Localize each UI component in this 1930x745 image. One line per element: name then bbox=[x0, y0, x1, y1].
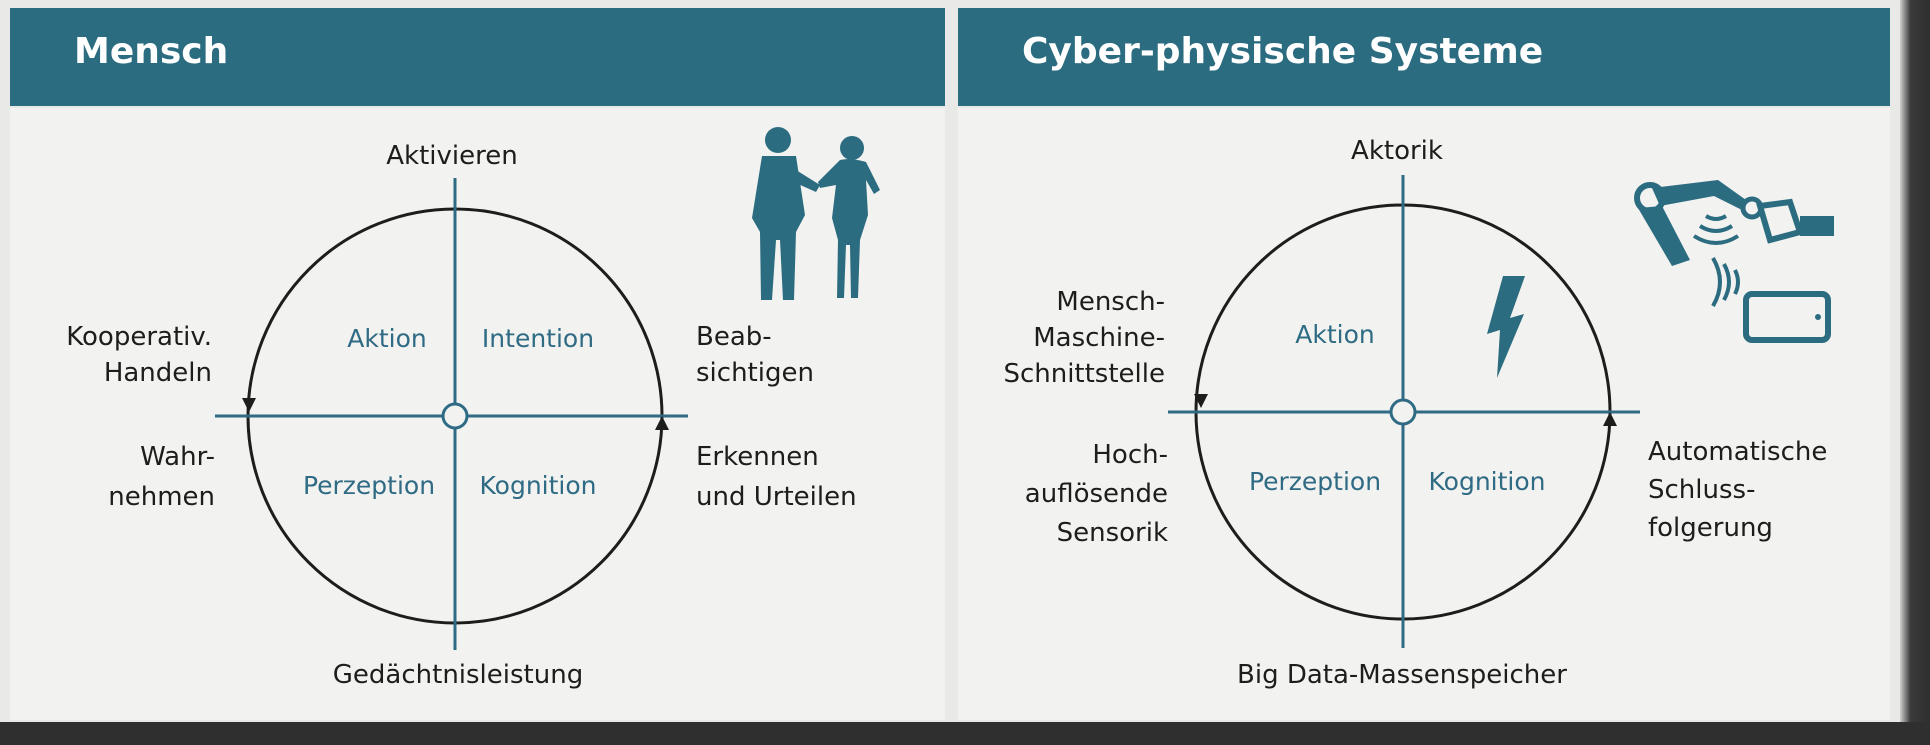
mensch-right-upper-2: sichtigen bbox=[696, 358, 814, 388]
page-frame-right bbox=[1900, 0, 1930, 745]
cps-header bbox=[958, 8, 1890, 106]
cps-right-lower-3: folgerung bbox=[1648, 513, 1773, 543]
mensch-quadrant-bottom-left: Perzeption bbox=[303, 471, 435, 500]
mensch-left-upper-2: Handeln bbox=[104, 358, 212, 388]
cps-left-upper-1: Mensch- bbox=[1056, 287, 1165, 317]
cps-quadrant-top-left: Aktion bbox=[1295, 320, 1374, 349]
cps-title: Cyber-physische Systeme bbox=[1022, 31, 1544, 72]
cps-left-lower-3: Sensorik bbox=[1057, 518, 1168, 548]
mensch-right-lower-1: Erkennen bbox=[696, 442, 819, 472]
cps-center-node bbox=[1389, 398, 1417, 426]
cps-arrow-left-down bbox=[1194, 394, 1208, 408]
mensch-arrow-left-down bbox=[242, 398, 256, 412]
cps-bottom-label: Big Data-Massenspeicher bbox=[1237, 660, 1567, 690]
cps-left-lower-1: Hoch- bbox=[1092, 440, 1168, 470]
mensch-left-upper-1: Kooperativ. bbox=[66, 322, 212, 352]
cps-quadrant-bottom-right: Kognition bbox=[1429, 467, 1546, 496]
mensch-header bbox=[10, 8, 945, 106]
mensch-right-lower-2: und Urteilen bbox=[696, 482, 857, 512]
mensch-cycle bbox=[215, 178, 688, 650]
lightning-icon bbox=[1487, 276, 1525, 378]
robot-arm-tablet-icon bbox=[1634, 180, 1834, 343]
mensch-quadrant-bottom-right: Kognition bbox=[480, 471, 597, 500]
cps-cycle bbox=[1168, 175, 1640, 648]
cps-right-lower-1: Automatische bbox=[1648, 437, 1827, 467]
mensch-arrow-right-up bbox=[655, 416, 669, 430]
people-talking-icon bbox=[752, 127, 880, 300]
cps-quadrant-bottom-left: Perzeption bbox=[1249, 467, 1381, 496]
mensch-title: Mensch bbox=[74, 31, 229, 72]
cps-left-upper-3: Schnittstelle bbox=[1003, 359, 1165, 389]
cps-arrow-right-up bbox=[1603, 412, 1617, 426]
mensch-quadrant-top-right: Intention bbox=[482, 324, 594, 353]
mensch-quadrant-top-left: Aktion bbox=[347, 324, 426, 353]
cps-right-lower-2: Schluss- bbox=[1648, 475, 1755, 505]
mensch-top-label: Aktivieren bbox=[386, 141, 517, 171]
mensch-left-lower-2: nehmen bbox=[108, 482, 215, 512]
mensch-bottom-label: Gedächtnisleistung bbox=[333, 660, 583, 690]
cps-left-lower-2: auflösende bbox=[1025, 479, 1168, 509]
mensch-right-upper-1: Beab- bbox=[696, 322, 772, 352]
cps-top-label: Aktorik bbox=[1351, 136, 1443, 166]
mensch-center-node bbox=[441, 402, 469, 430]
cps-left-upper-2: Maschine- bbox=[1033, 323, 1165, 353]
mensch-left-lower-1: Wahr- bbox=[140, 442, 215, 472]
page-frame-bottom bbox=[0, 722, 1930, 745]
